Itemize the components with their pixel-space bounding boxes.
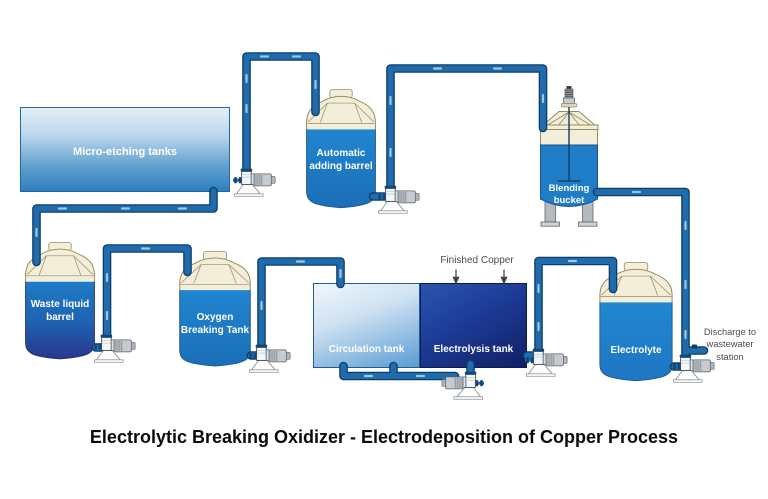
tank-automatic-adding-barrel: Automatic adding barrel	[301, 88, 381, 216]
barrel-shape	[599, 262, 673, 382]
tank-label: Micro-etching tanks	[73, 146, 177, 159]
tank-waste-liquid-barrel: Waste liquid barrel	[20, 241, 100, 367]
pump-waste-barrel-icon	[93, 334, 139, 363]
pump-oxygen-tank-icon	[248, 344, 294, 373]
tank-label: Electrolysis tank	[433, 344, 514, 356]
pump-micro-etching-icon	[233, 168, 279, 197]
tank-label: Waste liquid barrel	[30, 299, 90, 323]
finished-copper-label: Finished Copper	[440, 255, 514, 266]
tank-label: Oxygen Breaking Tank	[180, 312, 250, 336]
tank-oxygen-breaking: Oxygen Breaking Tank	[174, 250, 256, 374]
tank-label: Automatic adding barrel	[309, 148, 373, 172]
pump-circulation-icon	[438, 371, 484, 400]
pump-electrolysis-icon	[525, 348, 571, 377]
finished-copper-markers	[452, 269, 508, 285]
tank-label: Circulation tank	[328, 344, 405, 356]
tank-label: Electrolyte	[610, 345, 662, 356]
tank-electrolyte: Electrolyte	[594, 261, 678, 389]
tank-blending-bucket: Blending bucket	[536, 86, 602, 228]
tank-micro-etching: Micro-etching tanks	[20, 107, 230, 192]
tank-electrolysis: Electrolysis tank	[420, 283, 527, 368]
tank-label: Blending bucket	[548, 183, 590, 207]
pump-adding-barrel-icon	[377, 185, 423, 214]
tank-circulation: Circulation tank	[313, 283, 420, 368]
diagram-title: Electrolytic Breaking Oxidizer - Electro…	[89, 427, 679, 447]
discharge-wastewater-label: Discharge to wastewater station	[703, 327, 757, 362]
